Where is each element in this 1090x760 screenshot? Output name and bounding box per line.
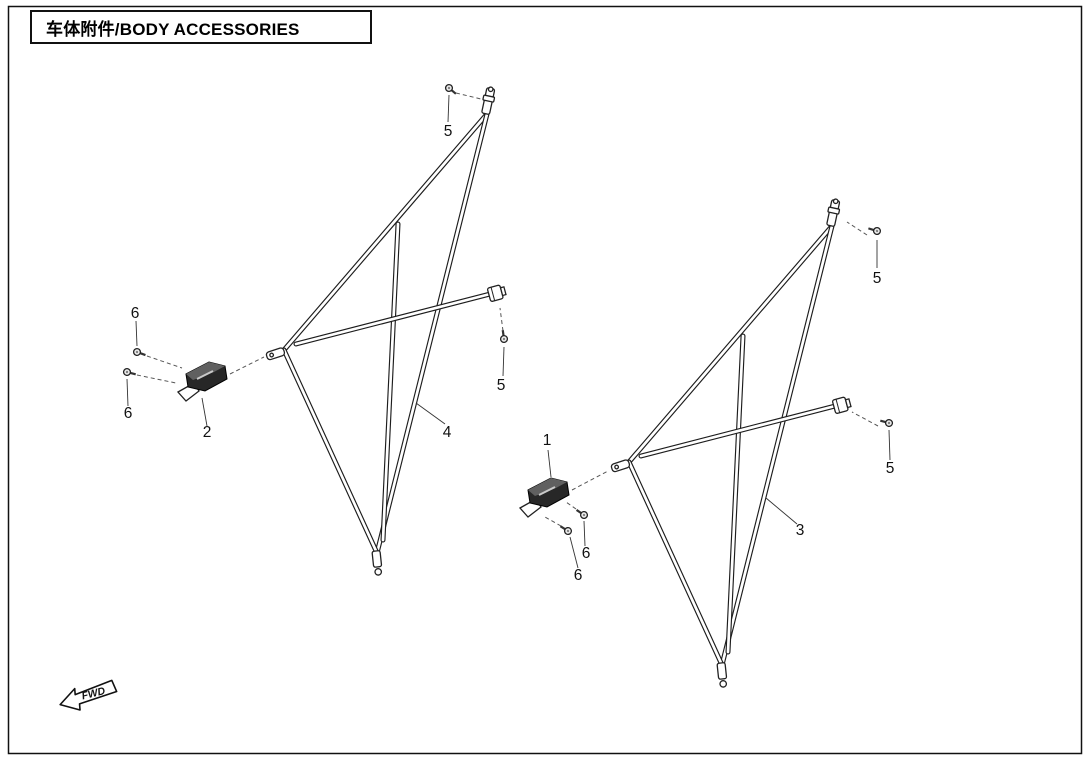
bolt-icon <box>851 411 895 429</box>
callout-6: 6 <box>124 405 133 422</box>
callout-2: 2 <box>203 424 212 441</box>
clamp-icon <box>831 395 853 415</box>
diagram-border <box>7 5 1083 755</box>
clamp-icon <box>824 197 843 228</box>
bolt-icon <box>846 221 883 237</box>
callout-4: 4 <box>443 424 452 441</box>
callout-5: 5 <box>873 270 882 287</box>
bolt-icon <box>498 307 509 344</box>
callout-6: 6 <box>582 545 591 562</box>
fwd-label: FWD <box>80 685 107 703</box>
title-box: 车体附件/BODY ACCESSORIES <box>30 10 372 44</box>
frame-assembly-right <box>609 197 853 689</box>
callout-5: 5 <box>444 123 453 140</box>
callout-6: 6 <box>574 567 583 584</box>
callout-1: 1 <box>543 432 552 449</box>
bolt-icon <box>443 82 482 100</box>
bolt-icon <box>544 516 574 537</box>
frame-assembly-left <box>264 85 508 577</box>
bolt-icon <box>121 366 177 384</box>
clamp-icon <box>264 346 286 362</box>
bolt-icon <box>131 346 183 369</box>
clamp-icon <box>716 661 729 689</box>
callout-3: 3 <box>796 522 805 539</box>
clamp-icon <box>486 283 508 303</box>
clamp-icon <box>371 549 384 577</box>
latch-part-1 <box>518 470 609 518</box>
clamp-icon <box>609 458 631 474</box>
fwd-arrow: FWD <box>59 679 118 711</box>
clamp-icon <box>479 85 498 116</box>
callout-5: 5 <box>497 377 506 394</box>
callout-6: 6 <box>131 305 140 322</box>
latch-part-2 <box>176 356 265 402</box>
page-title: 车体附件/BODY ACCESSORIES <box>46 19 300 39</box>
leader-lines <box>126 94 891 569</box>
callout-5: 5 <box>886 460 895 477</box>
bolt-icon <box>565 501 590 521</box>
